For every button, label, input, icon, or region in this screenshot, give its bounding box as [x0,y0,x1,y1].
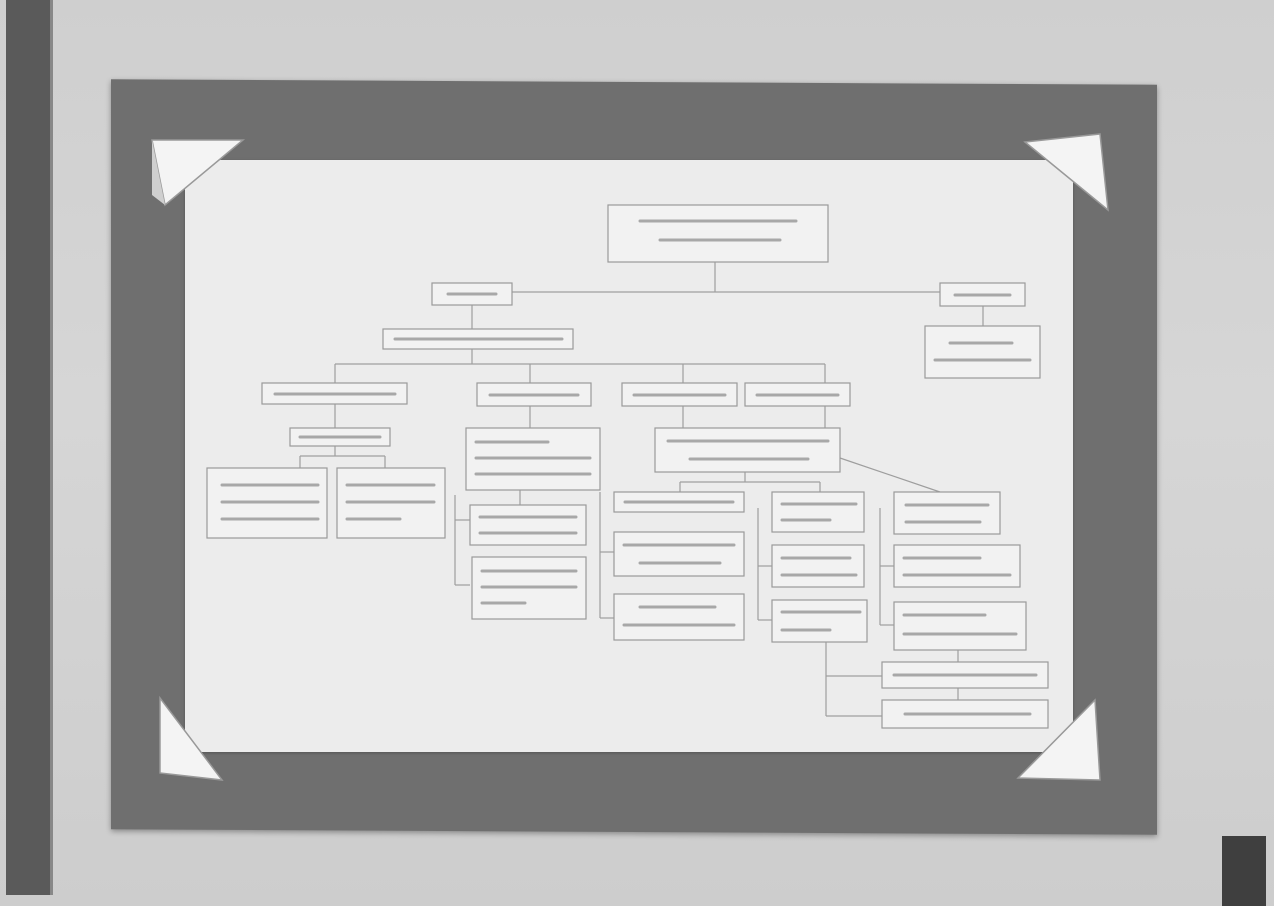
corner-holder-top-right [1023,133,1109,212]
node-c34 [654,427,841,473]
node-c2a1 [469,504,587,546]
paper-corner-holders [151,133,1109,781]
node-c1 [261,382,408,405]
node-e2 [881,699,1049,729]
node-d3b [893,601,1027,651]
node-e1 [881,661,1049,689]
node-left [431,282,513,306]
node-d3a [893,544,1021,588]
node-root [607,204,829,263]
node-c2a2 [471,556,587,620]
node-c3 [621,382,738,407]
node-c4 [744,382,851,407]
node-c1a2 [336,467,446,539]
node-d2b [771,599,868,643]
node-d2 [771,491,865,533]
wall-edge-strip [6,0,53,895]
corner-holder-bottom-left [159,695,224,781]
node-d2a [771,544,865,588]
node-d1a [613,531,745,577]
dark-object-corner [1222,836,1266,906]
node-d3 [893,491,1001,535]
node-right [939,282,1026,307]
corner-holder-top-left [151,139,246,207]
node-d1b [613,593,745,641]
node-c1a1 [206,467,328,539]
node-c2a [465,427,601,491]
edge-d3-diag [839,457,941,493]
chart-edges [299,262,984,717]
node-left-bar [382,328,574,350]
node-c1a [289,427,391,447]
node-c2 [476,382,592,407]
corner-holder-bottom-right [1016,698,1101,781]
chart-nodes [206,204,1049,729]
node-right-child [924,325,1041,379]
node-d1 [613,491,745,513]
